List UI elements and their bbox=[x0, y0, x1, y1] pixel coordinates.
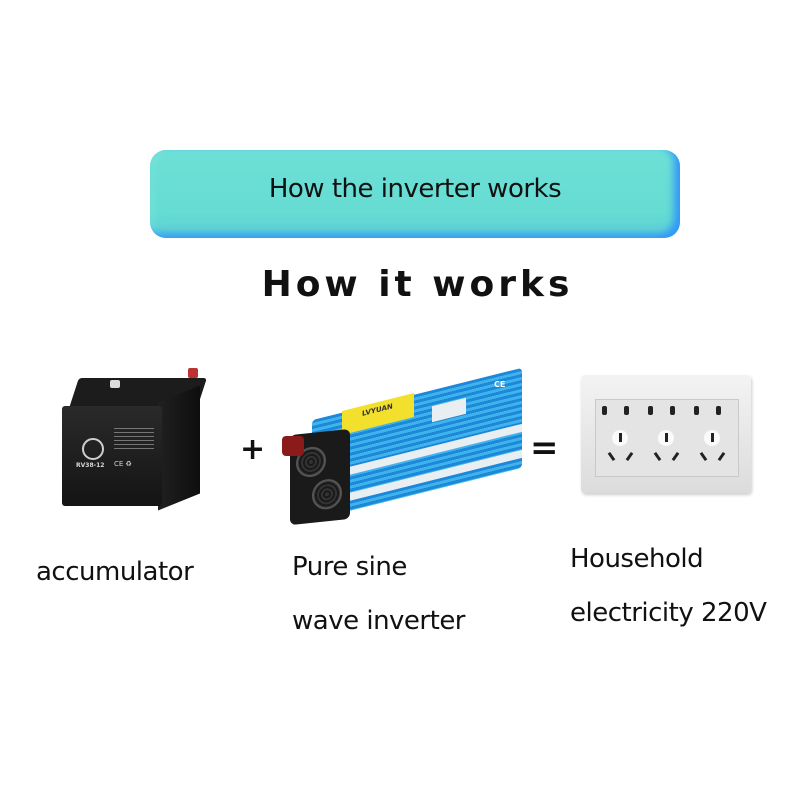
battery-side bbox=[158, 385, 200, 511]
caption-line: electricity 220V bbox=[570, 598, 767, 628]
fan-icon bbox=[312, 477, 342, 511]
terminal-knob bbox=[282, 436, 304, 456]
plus-sign: + bbox=[240, 432, 266, 467]
battery-cert-marks: CE ♻ bbox=[114, 460, 132, 468]
caption-household: Household electricity 220V bbox=[570, 532, 767, 640]
socket-hole bbox=[648, 406, 653, 415]
socket-hole bbox=[602, 406, 607, 415]
battery-logo-icon bbox=[82, 438, 104, 460]
banner-title: How the inverter works bbox=[268, 174, 562, 204]
socket-slot bbox=[665, 433, 668, 442]
wall-socket-image bbox=[581, 375, 751, 493]
socket-slot bbox=[619, 433, 622, 442]
caption-accumulator: accumulator bbox=[36, 545, 194, 599]
caption-line: Household bbox=[570, 544, 704, 574]
inverter-image: LVYUAN CE bbox=[282, 367, 527, 532]
socket-slot bbox=[717, 451, 726, 462]
caption-line: accumulator bbox=[36, 557, 194, 587]
socket-slot bbox=[653, 451, 662, 462]
socket-slot bbox=[671, 451, 680, 462]
socket-hole bbox=[670, 406, 675, 415]
title-banner: How the inverter works bbox=[150, 150, 680, 238]
battery-front bbox=[62, 406, 162, 506]
socket-slot bbox=[711, 433, 714, 442]
section-heading: How it works bbox=[261, 264, 574, 305]
socket-slot bbox=[625, 451, 634, 462]
socket-panel bbox=[595, 399, 739, 477]
ce-mark: CE bbox=[494, 380, 506, 389]
equals-sign: = bbox=[530, 428, 559, 468]
socket-slot bbox=[607, 451, 616, 462]
battery-terminal-negative bbox=[110, 380, 120, 388]
socket-hole bbox=[624, 406, 629, 415]
caption-line: wave inverter bbox=[292, 606, 466, 636]
caption-line: Pure sine bbox=[292, 552, 407, 582]
battery-image: RV38-12 CE ♻ bbox=[62, 368, 212, 511]
socket-hole bbox=[694, 406, 699, 415]
battery-terminal-positive bbox=[188, 368, 198, 378]
battery-spec-text bbox=[114, 428, 154, 452]
battery-model-label: RV38-12 bbox=[76, 462, 105, 469]
socket-hole bbox=[716, 406, 721, 415]
caption-inverter: Pure sine wave inverter bbox=[292, 540, 466, 648]
socket-slot bbox=[699, 451, 708, 462]
